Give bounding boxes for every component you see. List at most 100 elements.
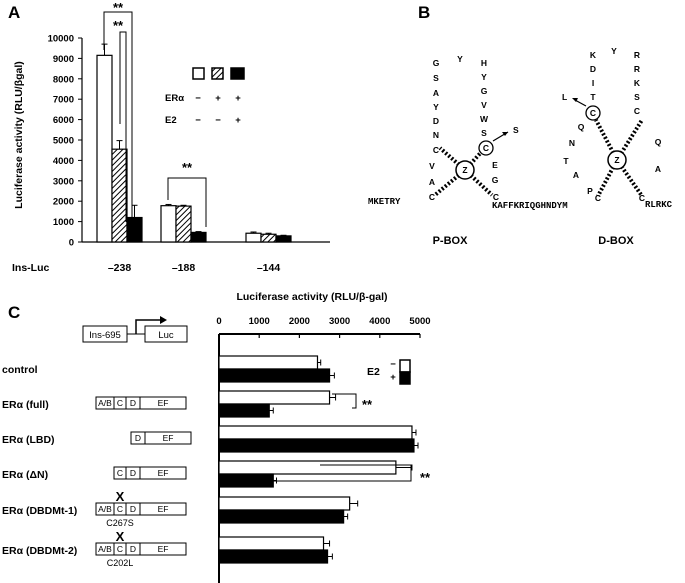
pbox-aa: E bbox=[492, 160, 498, 170]
pbox-name: P-BOX bbox=[433, 235, 469, 247]
chart-c-legend-plus: + bbox=[390, 372, 396, 383]
y-tick-label: 1000 bbox=[53, 217, 74, 228]
pbox-zinc-circle bbox=[455, 160, 475, 180]
pbox-aa: V bbox=[481, 100, 487, 110]
chart-c-legend-minus: − bbox=[390, 359, 396, 370]
dbox-aa: I bbox=[592, 78, 594, 88]
chart-c-legend-empty bbox=[399, 359, 411, 373]
legend-e2-sign-1: − bbox=[195, 115, 201, 126]
pbox-aa: A bbox=[433, 88, 439, 98]
x-category-label: –144 bbox=[257, 262, 281, 274]
dbox-name: D-BOX bbox=[598, 235, 634, 247]
y-tick-label: 3000 bbox=[53, 176, 74, 187]
bar bbox=[126, 216, 143, 243]
construct-domain bbox=[144, 431, 192, 445]
dbox-circled-label: C bbox=[590, 108, 596, 118]
construct-domain bbox=[139, 466, 187, 480]
chart-c-bars bbox=[218, 355, 419, 564]
legend-era-label: ERα bbox=[165, 93, 184, 104]
row-label: ERα (full) bbox=[2, 399, 49, 411]
pbox-arrowhead bbox=[502, 132, 508, 136]
dbox-arrow bbox=[574, 99, 587, 107]
construct-domain bbox=[139, 396, 187, 410]
pbox-aa: Y bbox=[481, 72, 487, 82]
x-tick-label: 0 bbox=[216, 316, 221, 327]
chart-a: Luciferase activity (RLU/βgal) 010002000… bbox=[12, 0, 330, 274]
legend-era-sign-1: − bbox=[195, 93, 201, 104]
pbox-aa: H bbox=[481, 58, 487, 68]
chart-c-bracket-1 bbox=[332, 393, 357, 409]
mutation-mark: X bbox=[116, 529, 125, 544]
bar bbox=[190, 231, 207, 243]
x-category-label: –238 bbox=[108, 262, 132, 274]
chart-c-bracket-2 bbox=[265, 464, 412, 482]
chart-c-title: Luciferase activity (RLU/β-gal) bbox=[236, 291, 387, 303]
mutation-label: C267S bbox=[106, 518, 134, 528]
chart-a-bracket-1 bbox=[103, 11, 133, 230]
construct-domain-label: EF bbox=[158, 468, 169, 478]
row-label: ERα (DBDMt-2) bbox=[2, 545, 77, 557]
pbox-aa: G bbox=[481, 86, 488, 96]
bar bbox=[245, 232, 262, 243]
legend-hatched-swatch bbox=[211, 67, 224, 80]
pbox-aa: V bbox=[429, 161, 435, 171]
tss-arrow bbox=[135, 319, 160, 334]
construct-domain-label: D bbox=[130, 468, 136, 478]
panel-label-b: B bbox=[418, 3, 430, 22]
pbox-aa: Y bbox=[433, 102, 439, 112]
y-tick-label: 4000 bbox=[53, 156, 74, 167]
dbox-aa: T bbox=[563, 156, 569, 166]
bar bbox=[160, 205, 177, 243]
dbox-aa: P bbox=[587, 186, 593, 196]
pbox-aa: S bbox=[481, 128, 487, 138]
dbox-aa: T bbox=[590, 92, 596, 102]
construct-domain-label: D bbox=[135, 433, 141, 443]
bar bbox=[218, 355, 319, 370]
construct-domain-label: D bbox=[130, 398, 136, 408]
dbox-aa: Q bbox=[578, 122, 585, 132]
pbox-right-seq: KAFFKRIQGHNDYM bbox=[492, 201, 568, 211]
pbox-aa: C bbox=[433, 145, 439, 155]
pbox-zinc: Z bbox=[462, 165, 467, 175]
construct-domain-label: C bbox=[117, 398, 123, 408]
bar bbox=[218, 425, 413, 440]
construct-domain-label: C bbox=[117, 468, 123, 478]
dbox-aa: C bbox=[634, 106, 640, 116]
reporter-luc-label: Luc bbox=[158, 330, 174, 341]
dbox-bond-2 bbox=[615, 158, 644, 198]
legend-era-sign-3: + bbox=[235, 93, 241, 104]
dbox-aa: R bbox=[634, 64, 640, 74]
legend-e2-sign-3: + bbox=[235, 115, 241, 126]
pbox-diagram: Z C S G S A Y D N C V A C Y H Y G V W S … bbox=[368, 54, 568, 247]
pbox-aa: Y bbox=[457, 54, 463, 64]
legend-era-sign-2: + bbox=[215, 93, 221, 104]
bar bbox=[218, 536, 325, 551]
dbox-aa: K bbox=[634, 78, 641, 88]
y-tick-label: 5000 bbox=[53, 136, 74, 147]
bar bbox=[260, 233, 277, 243]
chart-a-legend: ERα − + + E2 − − + bbox=[165, 67, 245, 126]
pbox-aa: C bbox=[429, 192, 435, 202]
dbox-aa: N bbox=[569, 138, 575, 148]
x-tick-label: 4000 bbox=[369, 316, 390, 327]
x-tick-label: 2000 bbox=[289, 316, 310, 327]
dbox-aa: Y bbox=[611, 46, 617, 56]
pbox-mutant: S bbox=[513, 125, 519, 135]
pbox-aa: W bbox=[480, 114, 489, 124]
panel-label-c: C bbox=[8, 303, 20, 322]
tss-arrowhead bbox=[160, 316, 167, 324]
x-tick-label: 1000 bbox=[249, 316, 270, 327]
pbox-aa: N bbox=[433, 130, 439, 140]
dbox-aa: A bbox=[573, 170, 579, 180]
pbox-aa: G bbox=[433, 58, 440, 68]
construct-domain-label: EF bbox=[158, 544, 169, 554]
pbox-aa: G bbox=[492, 175, 499, 185]
bar bbox=[218, 509, 345, 524]
pbox-aa: C bbox=[493, 192, 499, 202]
dbox-arrowhead bbox=[572, 98, 578, 102]
chart-a-bracket-3 bbox=[167, 177, 207, 227]
dbox-aa: R bbox=[634, 50, 640, 60]
bar bbox=[218, 549, 329, 564]
